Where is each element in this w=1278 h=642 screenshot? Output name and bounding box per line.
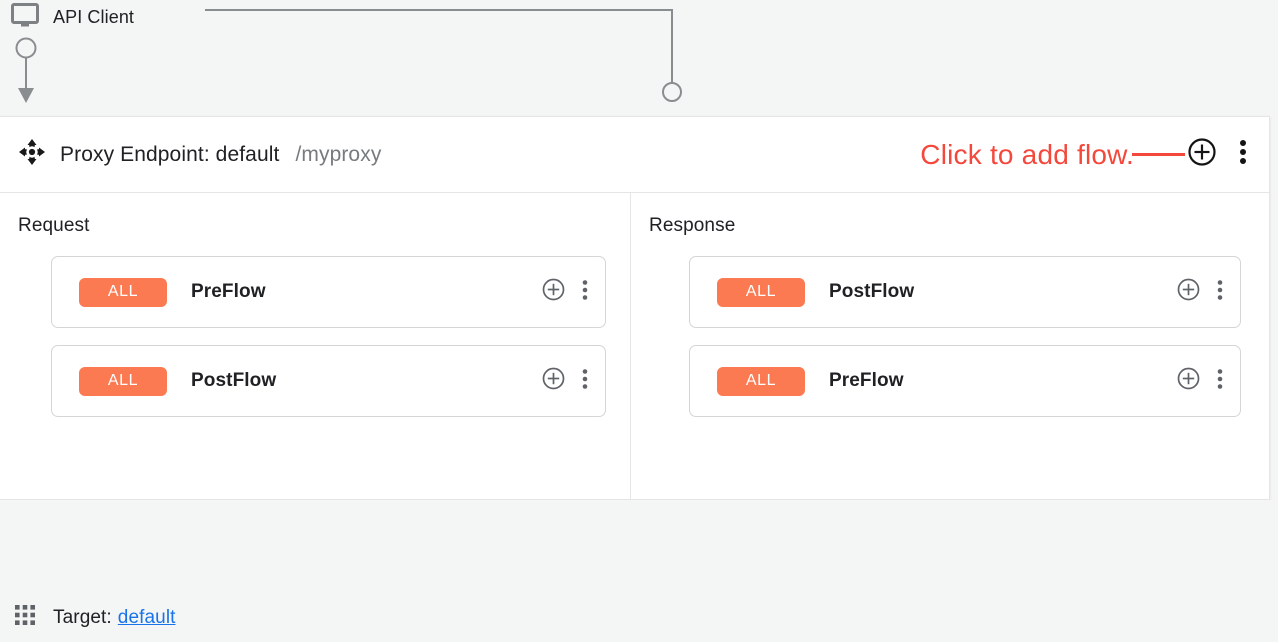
flow-menu-button[interactable] [582,368,588,395]
flow-row-request-postflow[interactable]: ALL PostFlow [51,345,606,417]
flow-row-request-preflow[interactable]: ALL PreFlow [51,256,606,328]
target-label: Target: [53,606,112,628]
flow-row-response-postflow[interactable]: ALL PostFlow [689,256,1241,328]
annotation-pointer-line [1132,153,1185,156]
endpoint-menu-button[interactable] [1239,138,1247,171]
request-column: Request ALL PreFlow [0,193,631,500]
flow-row-response-preflow[interactable]: ALL PreFlow [689,345,1241,417]
target-row[interactable]: Target: default [14,604,176,631]
proxy-endpoint-header[interactable]: Proxy Endpoint: default /myproxy Click t… [0,117,1269,193]
proxy-endpoint-card: Proxy Endpoint: default /myproxy Click t… [0,116,1270,500]
request-flow-list: ALL PreFlow [51,256,606,417]
add-flow-annotation: Click to add flow. [920,138,1185,171]
response-column-title: Response [649,215,736,236]
add-policy-button[interactable] [1177,278,1200,306]
flow-menu-button[interactable] [582,279,588,306]
proxy-endpoint-title: Proxy Endpoint: default [60,142,280,166]
api-client-label: API Client [53,7,135,27]
response-flow-list: ALL PostFlow [689,256,1241,417]
flow-badge: ALL [717,277,805,307]
flow-badge: ALL [79,366,167,396]
add-policy-button[interactable] [542,278,565,306]
add-flow-annotation-text: Click to add flow. [920,138,1134,170]
flow-columns: Request ALL PreFlow [0,193,1269,500]
flow-badge: ALL [717,366,805,396]
apps-grid-icon [14,604,36,631]
flow-badge: ALL [79,277,167,307]
monitor-icon [10,2,40,33]
flow-menu-button[interactable] [1217,279,1223,306]
flow-menu-button[interactable] [1217,368,1223,395]
response-column: Response ALL PostFlow [631,193,1269,500]
target-strip [0,500,1278,642]
request-column-title: Request [18,215,90,236]
flow-name: PostFlow [829,281,915,302]
request-flow-body: ALL PreFlow [0,256,630,417]
move-handle-icon[interactable] [18,138,46,171]
add-policy-button[interactable] [542,367,565,395]
response-flow-body: ALL PostFlow [631,256,1269,417]
flow-name: PostFlow [191,370,277,391]
add-flow-button[interactable] [1187,137,1217,172]
api-client-label-row: API Client [10,2,134,33]
flow-name: PreFlow [829,370,904,391]
add-policy-button[interactable] [1177,367,1200,395]
target-link[interactable]: default [117,606,176,628]
proxy-endpoint-path: /myproxy [295,142,382,166]
flow-name: PreFlow [191,281,266,302]
api-client-strip: API Client [0,0,1278,115]
